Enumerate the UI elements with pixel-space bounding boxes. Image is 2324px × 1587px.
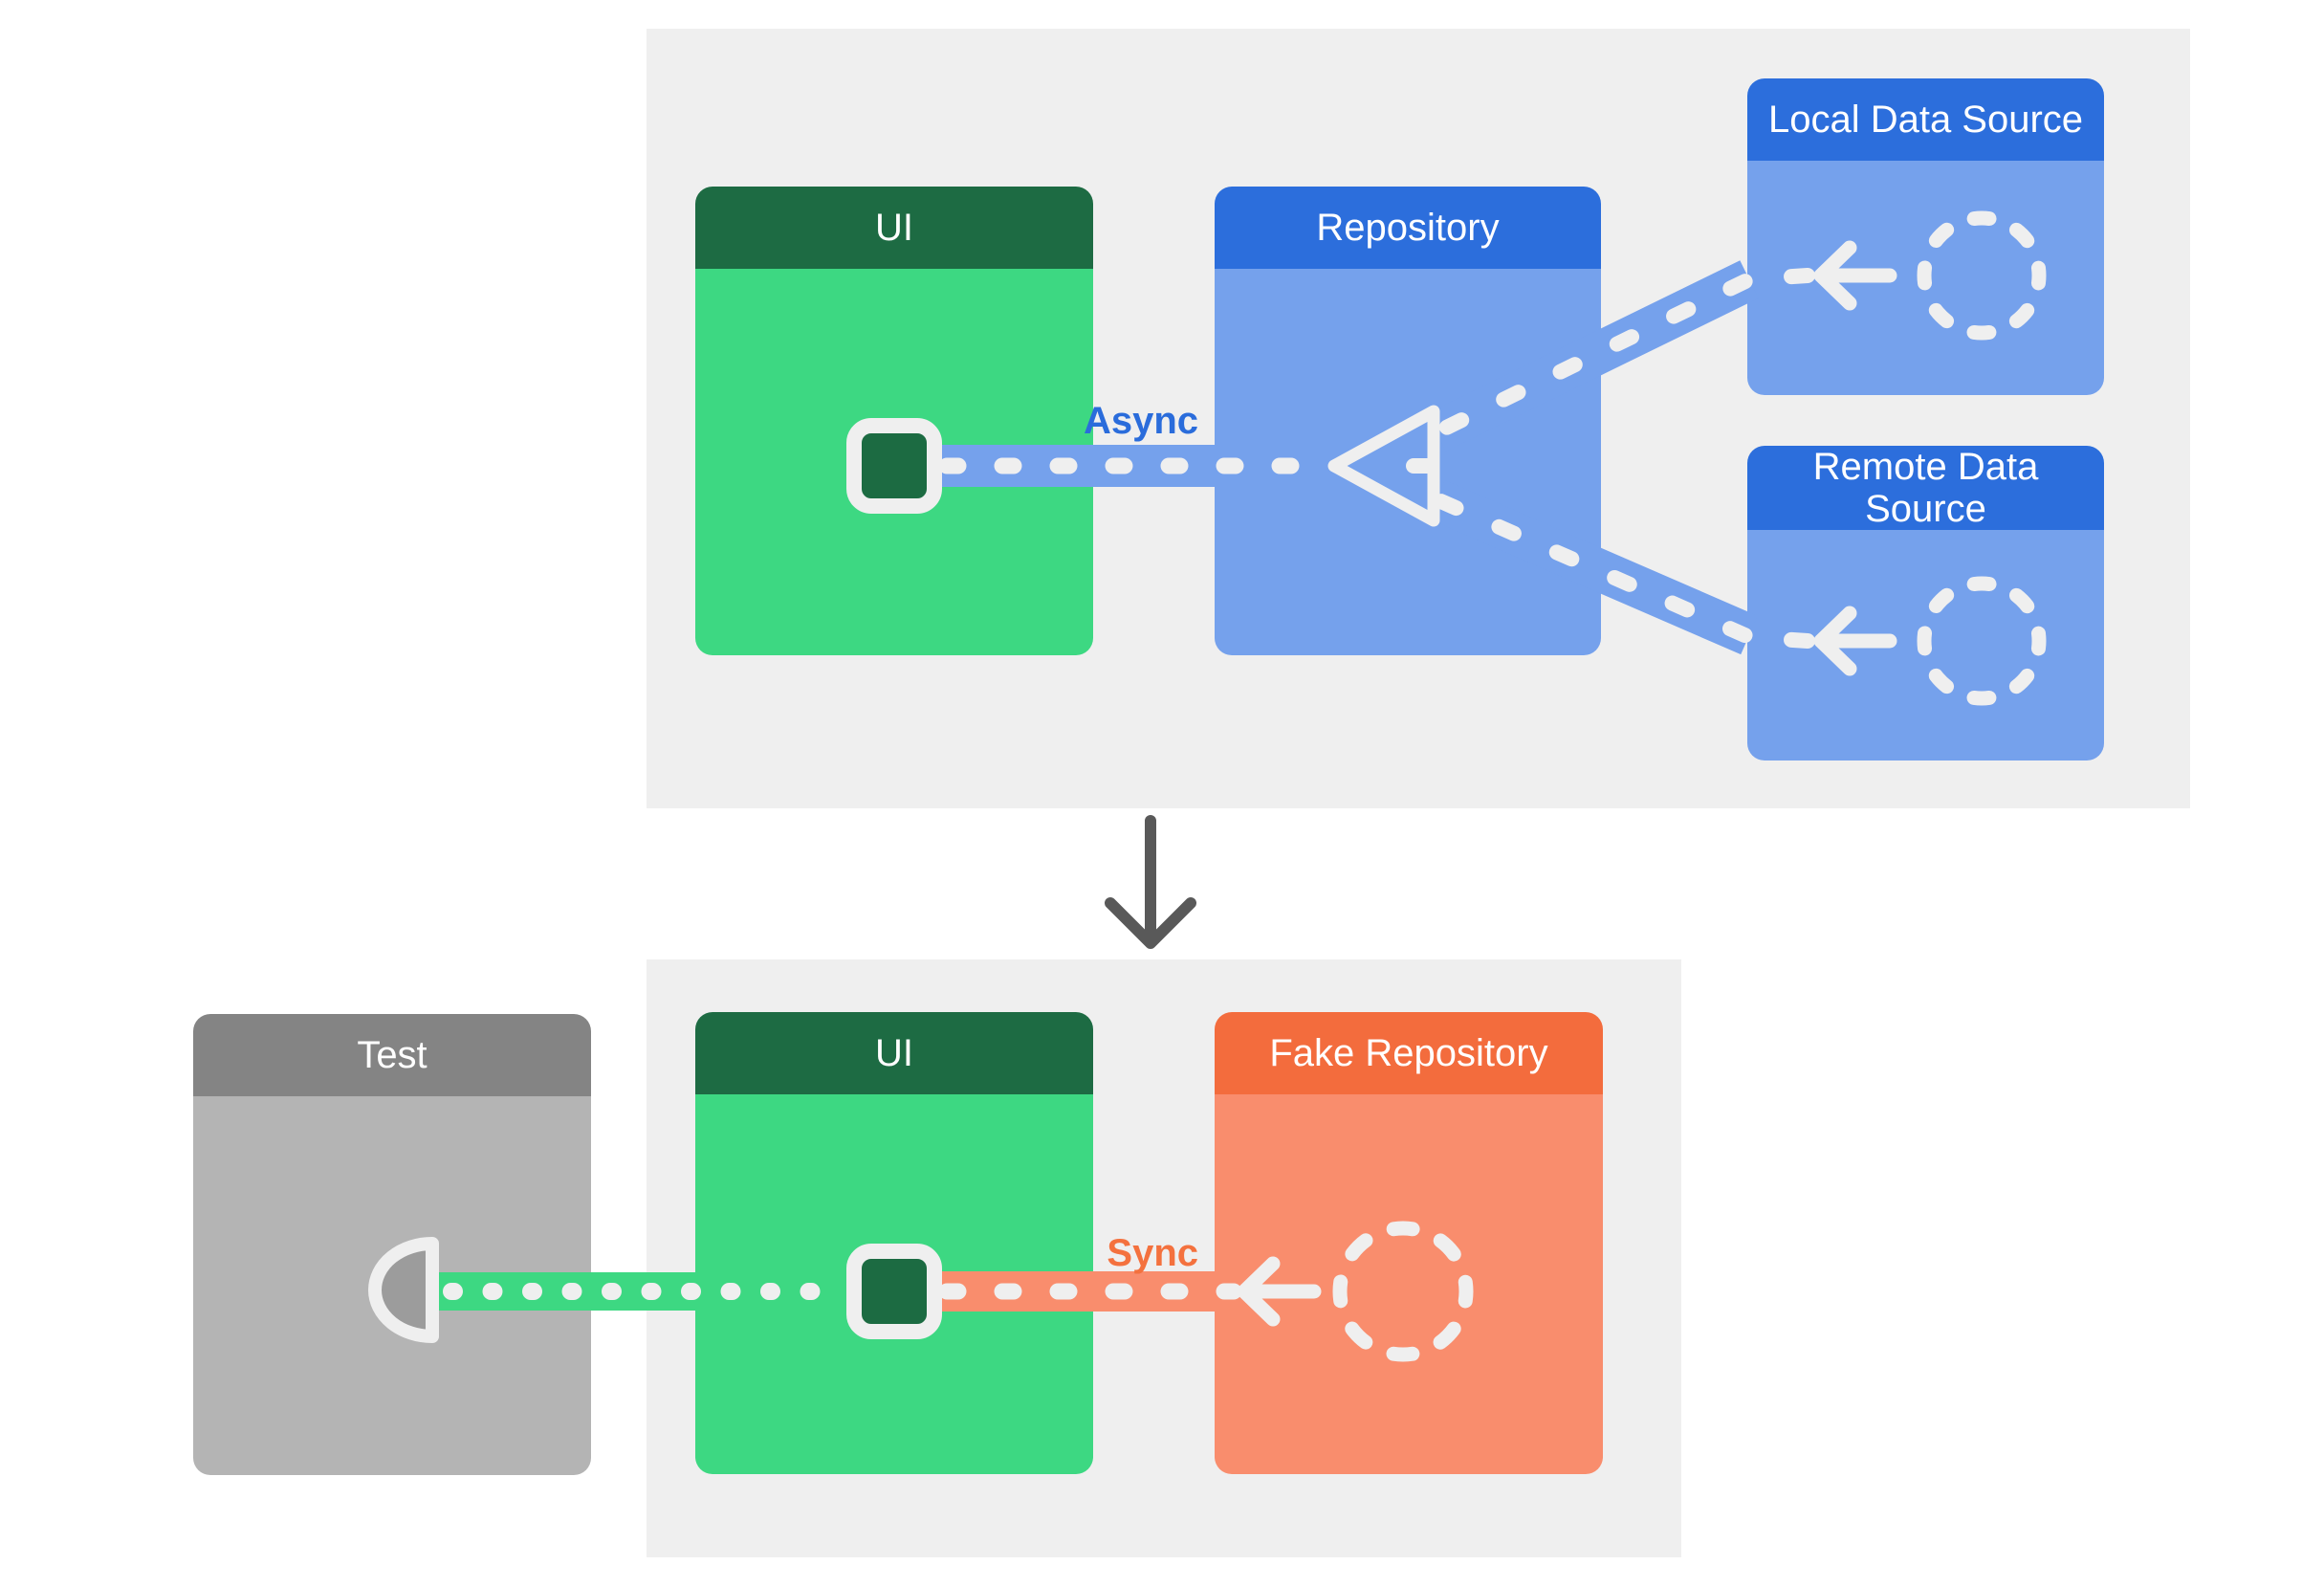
local-data-source-header: Local Data Source	[1747, 78, 2104, 161]
fake-repository-body	[1215, 1094, 1603, 1474]
repository-box-body	[1215, 269, 1601, 655]
fake-repository-box: Fake Repository	[1215, 1012, 1603, 1474]
test-box-title: Test	[357, 1034, 428, 1076]
async-label: Async	[1083, 400, 1198, 442]
local-data-source-body	[1747, 161, 2104, 395]
ui-box-bottom-header: UI	[695, 1012, 1093, 1094]
remote-data-source-box: Remote Data Source	[1747, 446, 2104, 760]
local-data-source-title: Local Data Source	[1767, 99, 2084, 141]
fake-repository-title: Fake Repository	[1269, 1032, 1548, 1074]
ui-observer-square-icon-bottom	[846, 1244, 942, 1339]
repository-box-header: Repository	[1215, 187, 1601, 269]
ui-box-bottom-title: UI	[875, 1032, 913, 1074]
sync-label: Sync	[1107, 1232, 1198, 1274]
down-arrow-icon	[1105, 815, 1196, 949]
remote-data-source-title: Remote Data Source	[1812, 446, 2039, 530]
test-box-header: Test	[193, 1014, 591, 1096]
test-box-body	[193, 1096, 591, 1475]
repository-box: Repository	[1215, 187, 1601, 655]
ui-box-top-title: UI	[875, 207, 913, 249]
remote-data-source-header: Remote Data Source	[1747, 446, 2104, 530]
fake-repository-header: Fake Repository	[1215, 1012, 1603, 1094]
repository-box-title: Repository	[1316, 207, 1500, 249]
test-box: Test	[193, 1014, 591, 1475]
local-data-source-box: Local Data Source	[1747, 78, 2104, 395]
ui-observer-square-icon-top	[846, 418, 942, 514]
remote-data-source-body	[1747, 530, 2104, 760]
ui-box-top-header: UI	[695, 187, 1093, 269]
